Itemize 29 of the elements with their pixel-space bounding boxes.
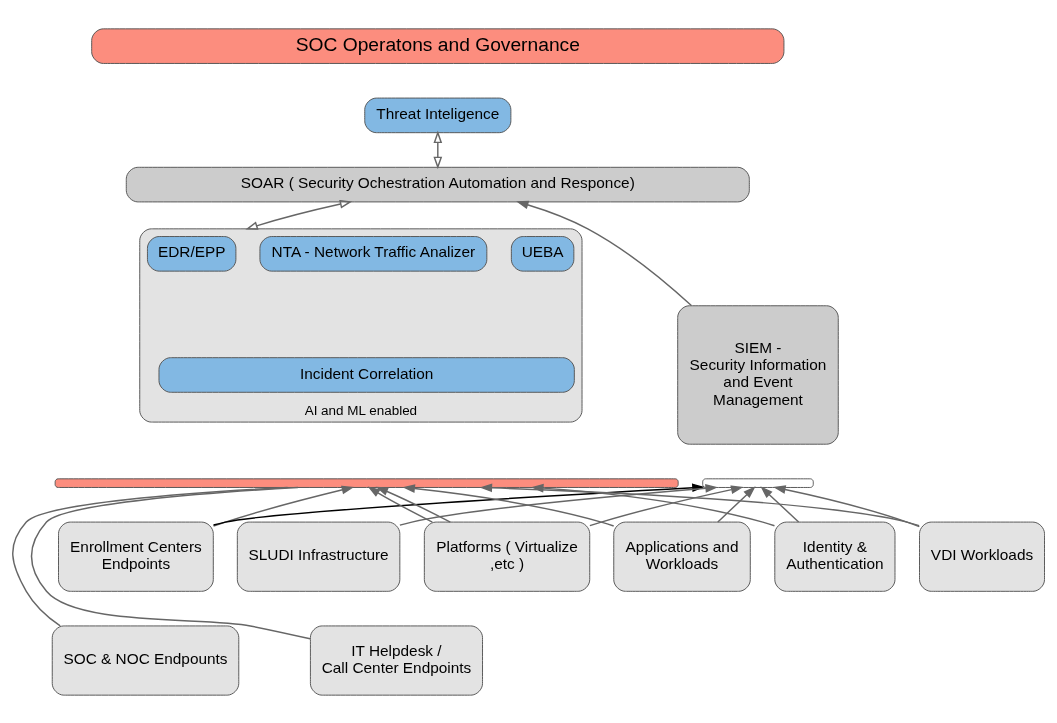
- arrow: [717, 485, 756, 523]
- node-box: IT Helpdesk / Call Center Endpoints: [309, 624, 483, 696]
- node-box: SOAR ( Security Ochestration Automation and Responce): [125, 166, 750, 202]
- node-box: SLUDI Infrastructure: [236, 521, 401, 592]
- connector: [30, 486, 311, 640]
- node-box: UEBA: [510, 235, 575, 272]
- node-box: SOC Operatons and Governance: [91, 27, 785, 64]
- node-box: Enrollment Centers Endpoints: [58, 521, 214, 592]
- arrow: [773, 484, 921, 527]
- node-box: NTA - Network Traffic Analizer: [259, 235, 488, 272]
- arrow: [433, 130, 443, 169]
- node-box: Threat Inteligence: [364, 97, 512, 133]
- node-box: SOC & NOC Endpounts: [51, 624, 240, 696]
- node-box: Platforms ( Virtualize ,etc ): [423, 521, 591, 592]
- node-box: EDR/EPP: [146, 235, 237, 272]
- node-bar: [702, 477, 814, 488]
- arrow: [516, 200, 693, 306]
- arrow: [760, 485, 800, 523]
- arrow: [375, 486, 452, 523]
- node-box: SIEM - Security Information and Event Management: [677, 304, 839, 445]
- node-box: Identity & Authentication: [774, 521, 896, 592]
- arrow: [367, 485, 434, 523]
- arrow: [245, 199, 353, 230]
- node-box: Incident Correlation: [158, 356, 575, 393]
- node-box: VDI Workloads: [919, 521, 1045, 592]
- arrow: [402, 483, 615, 527]
- arrow: [212, 485, 355, 527]
- node-box: Applications and Workloads: [613, 521, 751, 592]
- node-bar: [54, 477, 679, 488]
